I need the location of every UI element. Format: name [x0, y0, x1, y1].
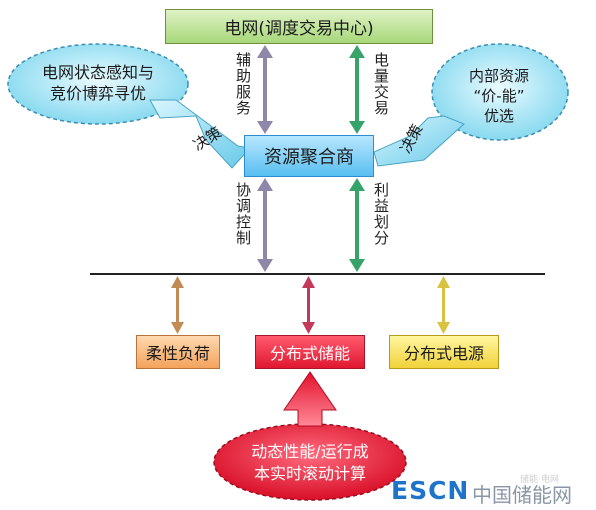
resource-aggregator-box: 资源聚合商: [244, 135, 374, 177]
power-source-arrow: [437, 276, 450, 334]
right-bubble-line-1: 内部资源: [468, 67, 529, 85]
benefit-share-label: 利益划分: [372, 182, 390, 246]
distributed-power-source-label: 分布式电源: [403, 344, 484, 363]
right-bubble: [431, 43, 569, 141]
coord-control-label: 协调控制: [234, 182, 252, 246]
brand-logo-escn: ESCN: [391, 476, 470, 505]
distributed-storage-label: 分布式储能: [269, 344, 350, 363]
left-bubble-text: 电网状态感知与 竞价博弈寻优: [18, 62, 178, 104]
distributed-storage-box: 分布式储能: [255, 335, 365, 369]
storage-arrow: [302, 276, 315, 334]
energy-trade-arrow: [349, 45, 365, 134]
flexible-load-arrow: [171, 276, 184, 334]
resource-aggregator-label: 资源聚合商: [264, 147, 354, 168]
flexible-load-label: 柔性负荷: [145, 344, 210, 363]
left-bubble-line-1: 电网状态感知与: [41, 63, 154, 82]
distributed-power-source-box: 分布式电源: [389, 335, 499, 369]
aux-service-label: 辅助服务: [234, 52, 252, 116]
right-bubble-line-3: 优选: [483, 107, 514, 125]
energy-trade-label: 电量交易: [372, 52, 390, 116]
bottom-up-arrow: [283, 371, 337, 427]
left-bubble-line-2: 竞价博弈寻优: [49, 84, 146, 103]
bottom-bubble-line-2: 本实时滚动计算: [253, 464, 366, 483]
aux-service-arrow: [257, 45, 273, 134]
right-bubble-text: 内部资源 “价-能” 优选: [436, 66, 562, 126]
right-bubble-line-2: “价-能”: [473, 87, 525, 105]
left-bubble: [7, 43, 189, 125]
left-decision-pointer: [149, 99, 251, 169]
right-decision-pointer: [373, 115, 465, 167]
watermark-small: 储能·电网: [520, 475, 559, 485]
brand-logo-cn: 中国储能网: [472, 483, 572, 507]
coord-control-arrow: [257, 178, 273, 272]
bottom-bubble-text: 动态性能/运行成 本实时滚动计算: [220, 441, 400, 485]
grid-dispatch-center-box: 电网(调度交易中心): [165, 9, 433, 44]
grid-dispatch-center-label: 电网(调度交易中心): [224, 19, 374, 39]
benefit-share-arrow: [349, 178, 365, 272]
bottom-bubble-line-1: 动态性能/运行成: [251, 442, 369, 461]
flexible-load-box: 柔性负荷: [136, 335, 220, 369]
